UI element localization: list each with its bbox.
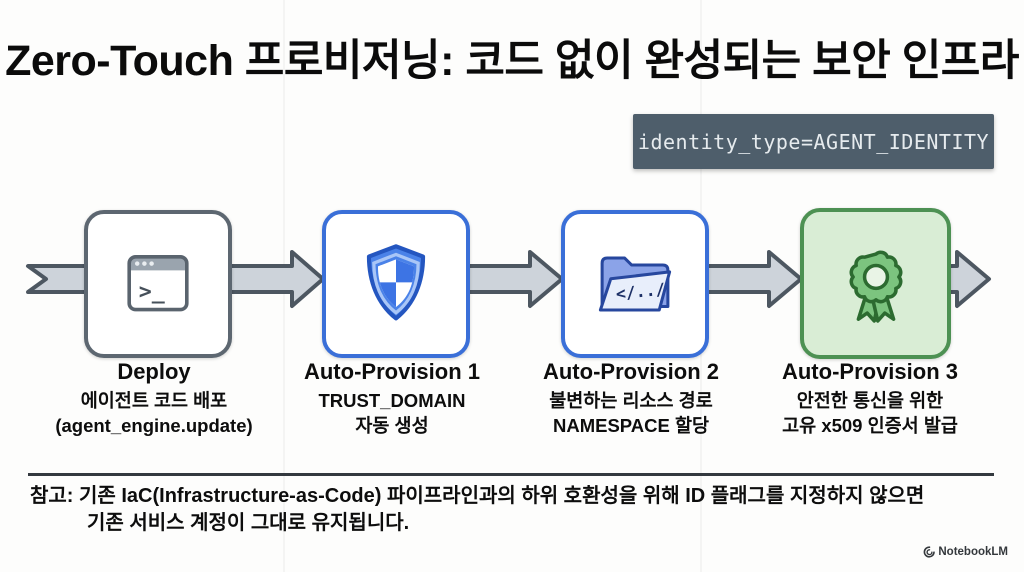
notebooklm-watermark: NotebookLM bbox=[923, 546, 1008, 558]
step-line: 고유 x509 인증서 발급 bbox=[782, 414, 958, 436]
watermark-text: NotebookLM bbox=[938, 546, 1008, 558]
arrow-segment-1 bbox=[219, 250, 325, 308]
terminal-prompt-glyph: >_ bbox=[139, 279, 165, 304]
step-line: 에이전트 코드 배포 bbox=[80, 390, 228, 411]
step-box-auto-provision-3 bbox=[800, 208, 951, 359]
step-line: 안전한 통신을 위한 bbox=[796, 390, 944, 411]
step-line: TRUST_DOMAIN bbox=[318, 390, 466, 411]
footnote-line-2: 기존 서비스 계정이 그대로 유지됩니다. bbox=[87, 512, 410, 534]
identity-code-badge: identity_type=AGENT_IDENTITY bbox=[633, 114, 994, 169]
step-box-auto-provision-2: </../ bbox=[561, 210, 709, 358]
step-label-auto-provision-2: Auto-Provision 2 불변하는 리소스 경로 NAMESPACE 할… bbox=[501, 359, 761, 438]
step-heading: Auto-Provision 1 bbox=[303, 359, 480, 384]
step-heading: Deploy bbox=[117, 359, 191, 384]
arrow-segment-2 bbox=[458, 250, 564, 308]
step-label-auto-provision-3: Auto-Provision 3 안전한 통신을 위한 고유 x509 인증서 … bbox=[740, 359, 1000, 438]
step-label-deploy: Deploy 에이전트 코드 배포 (agent_engine.update) bbox=[24, 359, 284, 438]
step-line: 불변하는 리소스 경로 bbox=[549, 390, 713, 411]
step-box-auto-provision-1 bbox=[322, 210, 470, 358]
certificate-ribbon-icon bbox=[849, 250, 902, 323]
step-line: (agent_engine.update) bbox=[55, 414, 253, 436]
arrow-segment-3 bbox=[698, 250, 803, 308]
code-folder-icon: </../ bbox=[598, 256, 672, 312]
slide-title: Zero-Touch 프로비저닝: 코드 없이 완성되는 보안 인프라 bbox=[5, 37, 1019, 85]
footnote: 참고: 기존 IaC(Infrastructure-as-Code) 파이프라인… bbox=[30, 483, 924, 537]
step-heading: Auto-Provision 3 bbox=[781, 359, 958, 384]
step-line: 자동 생성 bbox=[355, 414, 429, 436]
identity-code-text: identity_type=AGENT_IDENTITY bbox=[637, 129, 990, 154]
arrow-tail-segment bbox=[26, 264, 94, 294]
step-label-auto-provision-1: Auto-Provision 1 TRUST_DOMAIN 자동 생성 bbox=[262, 359, 522, 438]
shield-icon bbox=[366, 244, 426, 321]
terminal-icon: >_ bbox=[127, 255, 189, 312]
step-heading: Auto-Provision 2 bbox=[542, 359, 719, 384]
footnote-line-1: 참고: 기존 IaC(Infrastructure-as-Code) 파이프라인… bbox=[30, 485, 925, 507]
footnote-divider bbox=[28, 473, 994, 476]
notebooklm-logo-icon bbox=[924, 546, 936, 558]
step-box-deploy: >_ bbox=[84, 210, 232, 358]
step-line: NAMESPACE 할당 bbox=[552, 414, 709, 436]
